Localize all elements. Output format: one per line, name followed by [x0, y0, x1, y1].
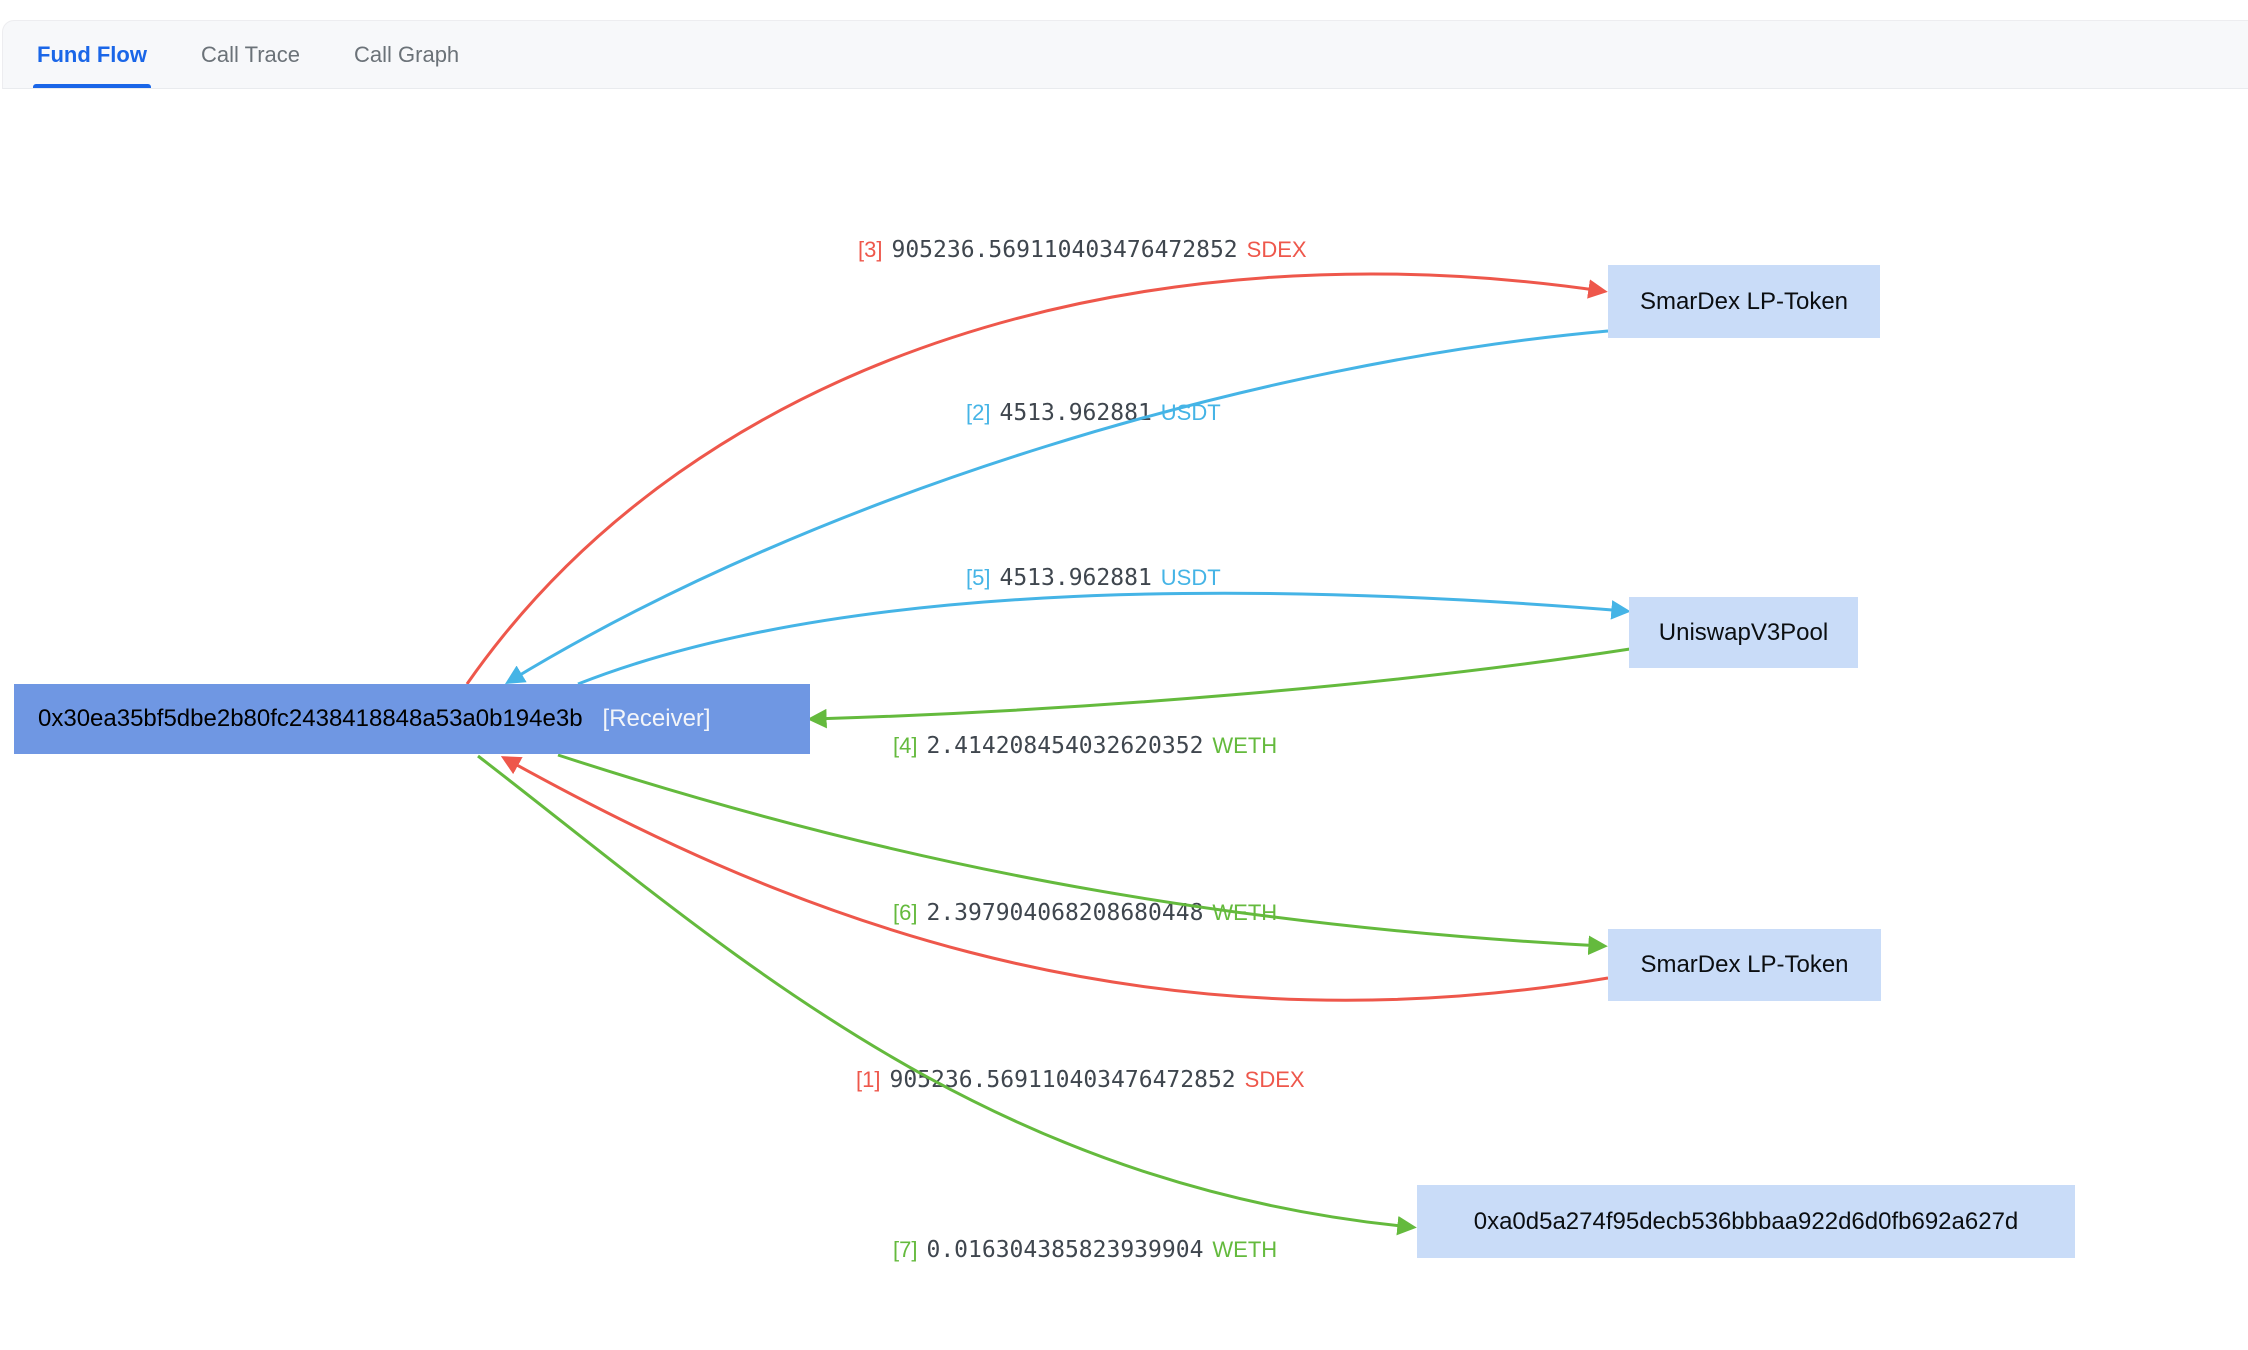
tab-fund-flow-label: Fund Flow: [37, 41, 147, 67]
tab-bar: Fund Flow Call Trace Call Graph: [2, 20, 2248, 89]
tab-call-graph[interactable]: Call Graph: [354, 21, 459, 88]
node-label: SmarDex LP-Token: [1639, 287, 1849, 315]
tab-call-trace[interactable]: Call Trace: [201, 21, 300, 88]
receiver-tag: [Receiver]: [602, 705, 711, 732]
edge-label-3: [3] 905236.569110403476472852 SDEX: [858, 237, 1307, 263]
node-label: UniswapV3Pool: [1658, 618, 1829, 646]
edge-token: WETH: [1212, 1237, 1278, 1262]
node-receiver[interactable]: 0x30ea35bf5dbe2b80fc2438418848a53a0b194e…: [14, 684, 810, 754]
fund-flow-graph: [3] 905236.569110403476472852 SDEX [2] 4…: [0, 89, 2248, 1350]
receiver-address: 0x30ea35bf5dbe2b80fc2438418848a53a0b194e…: [38, 705, 583, 732]
edge-amount: 905236.569110403476472852: [891, 237, 1238, 263]
tab-call-trace-label: Call Trace: [200, 41, 301, 67]
tab-call-graph-label: Call Graph: [354, 41, 460, 67]
node-label: 0xa0d5a274f95decb536bbbaa922d6d0fb692a62…: [1473, 1207, 2019, 1235]
node-label: SmarDex LP-Token: [1640, 951, 1849, 978]
node-uniswap-v3-pool[interactable]: UniswapV3Pool: [1629, 597, 1858, 668]
node-smardex-lp-token-bottom[interactable]: SmarDex LP-Token: [1608, 929, 1881, 1001]
edge-token: SDEX: [1246, 237, 1307, 262]
edge-index: [3]: [858, 237, 883, 262]
edge-amount: 0.016304385823939904: [926, 1237, 1204, 1263]
active-tab-underline: [33, 84, 151, 88]
node-smardex-lp-token-top[interactable]: SmarDex LP-Token: [1608, 265, 1880, 338]
edge-index: [7]: [893, 1237, 918, 1262]
node-address-0xa0d5[interactable]: 0xa0d5a274f95decb536bbbaa922d6d0fb692a62…: [1417, 1185, 2075, 1258]
edge-label-7: [7] 0.016304385823939904 WETH: [893, 1237, 1277, 1263]
node-layer: 0x30ea35bf5dbe2b80fc2438418848a53a0b194e…: [0, 89, 2248, 1350]
tab-fund-flow[interactable]: Fund Flow: [33, 21, 151, 88]
